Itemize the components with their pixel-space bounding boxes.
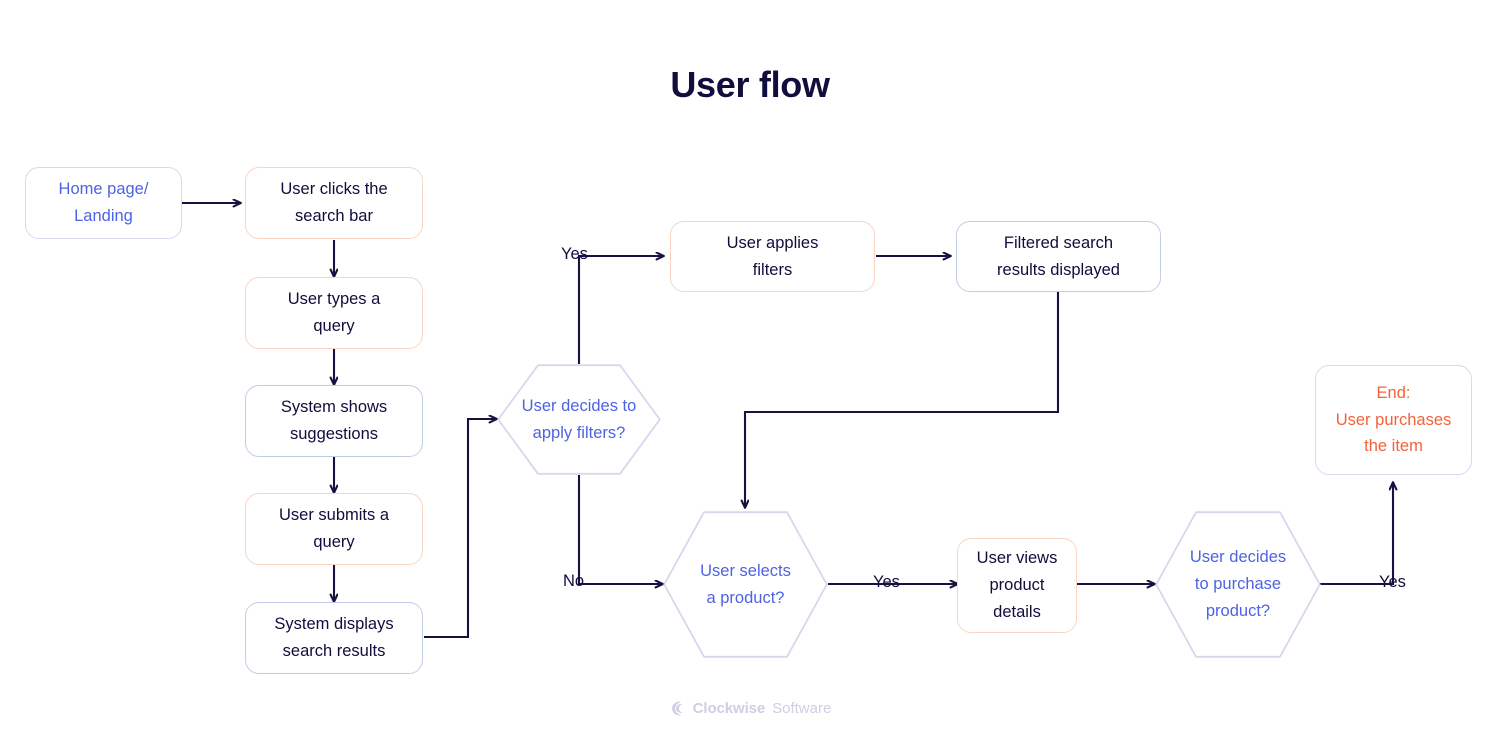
- footer-brand-suffix: Software: [772, 700, 832, 717]
- edge-purchase-yes-to-end: [1320, 482, 1393, 586]
- footer-brand-name: Clockwise: [692, 700, 766, 717]
- footer-branding: Clockwise Software: [0, 700, 1500, 717]
- edge-label-purchase-yes: Yes: [1379, 573, 1406, 591]
- page-title: User flow: [670, 64, 830, 105]
- edge-filtered-to-select-product: [745, 292, 1060, 508]
- hexagon-shape: [497, 364, 661, 475]
- edge-label-filters-yes: Yes: [561, 245, 588, 263]
- edge-apply-filters-yes: [577, 256, 664, 364]
- hexagon-shape: [663, 511, 828, 658]
- node-home-page-label: Home page/Landing: [58, 180, 149, 225]
- edge-label-filters-no: No: [563, 572, 585, 590]
- node-home-page[interactable]: Home page/Landing: [25, 167, 182, 239]
- hexagon-shape: [1155, 511, 1321, 658]
- edge-label-select-yes: Yes: [873, 573, 900, 591]
- clockwise-crescent-icon: [671, 701, 683, 716]
- edge-displays-to-apply-filters: [424, 419, 497, 639]
- edge-apply-filters-no: [577, 475, 663, 584]
